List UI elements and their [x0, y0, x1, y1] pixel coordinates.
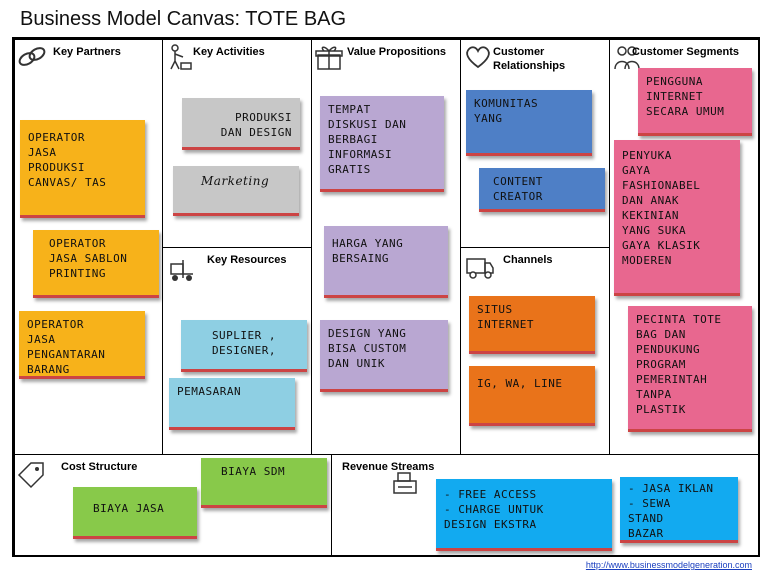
channels-heading: Channels — [503, 254, 553, 266]
value-propositions-cell: Value Propositions TEMPAT DISKUSI DAN BE… — [311, 39, 461, 455]
worker-icon — [170, 44, 192, 70]
sticky-note: PENYUKA GAYA FASHIONABEL DAN ANAK KEKINI… — [614, 140, 740, 296]
key-partners-heading: Key Partners — [53, 46, 121, 58]
value-propositions-heading: Value Propositions — [347, 46, 447, 58]
customer-relationships-cell: Customer Relationships KOMUNITAS YANG CO… — [460, 39, 610, 248]
key-activities-cell: Key Activities PRODUKSI DAN DESIGN Marke… — [162, 39, 312, 248]
sticky-note: OPERATOR JASA PENGANTARAN BARANG — [19, 311, 145, 379]
sticky-note: - FREE ACCESS - CHARGE UNTUK DESIGN EKST… — [436, 479, 612, 551]
sticky-note: BIAYA JASA — [73, 487, 197, 539]
chain-link-icon — [18, 47, 46, 66]
sticky-note: DESIGN YANG BISA CUSTOM DAN UNIK — [320, 320, 448, 392]
truck-icon — [466, 258, 494, 279]
people-icon — [614, 46, 640, 70]
sticky-note: - JASA IKLAN - SEWA STAND BAZAR — [620, 477, 738, 543]
sticky-note: HARGA YANG BERSAING — [324, 226, 448, 298]
sticky-note: PEMASARAN — [169, 378, 295, 430]
key-resources-heading: Key Resources — [207, 254, 287, 266]
customer-relationships-heading: Customer Relationships — [493, 46, 566, 72]
key-partners-cell: Key Partners OPERATOR JASA PRODUKSI CANV… — [14, 39, 163, 455]
sticky-note: Marketing — [173, 166, 299, 216]
forklift-icon — [170, 260, 193, 281]
sticky-note: SITUS INTERNET — [469, 296, 595, 354]
sticky-note: SUPLIER , DESIGNER, — [181, 320, 307, 372]
revenue-streams-heading: Revenue Streams — [342, 461, 435, 473]
customer-segments-cell: Customer Segments PENGGUNA INTERNET SECA… — [609, 39, 760, 455]
sticky-note: PECINTA TOTE BAG DAN PENDUKUNG PROGRAM P… — [628, 306, 752, 432]
business-model-canvas: Key Partners OPERATOR JASA PRODUKSI CANV… — [12, 37, 760, 557]
price-tag-icon — [17, 462, 44, 489]
key-activities-heading: Key Activities — [193, 46, 265, 58]
sticky-note: OPERATOR JASA SABLON PRINTING — [33, 230, 159, 298]
revenue-streams-cell: Revenue Streams - FREE ACCESS - CHARGE U… — [331, 454, 760, 557]
sticky-note: BIAYA SDM — [201, 458, 327, 508]
heart-icon — [466, 46, 490, 69]
sticky-note: IG, WA, LINE — [469, 366, 595, 426]
sticky-note: KOMUNITAS YANG — [466, 90, 592, 156]
cash-register-icon — [393, 472, 417, 494]
cost-structure-cell: Cost Structure BIAYA SDM BIAYA JASA — [14, 454, 332, 557]
gift-icon — [315, 46, 343, 70]
sticky-note: OPERATOR JASA PRODUKSI CANVAS/ TAS — [20, 120, 145, 218]
channels-cell: Channels SITUS INTERNET IG, WA, LINE — [460, 247, 610, 455]
sticky-note: PRODUKSI DAN DESIGN — [182, 98, 300, 150]
key-resources-cell: Key Resources SUPLIER , DESIGNER, PEMASA… — [162, 247, 312, 455]
sticky-note: CONTENT CREATOR — [479, 168, 605, 212]
customer-segments-heading: Customer Segments — [632, 46, 739, 58]
sticky-note: TEMPAT DISKUSI DAN BERBAGI INFORMASI GRA… — [320, 96, 444, 192]
cost-structure-heading: Cost Structure — [61, 461, 138, 473]
footer-link[interactable]: http://www.businessmodelgeneration.com — [585, 560, 752, 570]
page-title: Business Model Canvas: TOTE BAG — [20, 8, 347, 30]
sticky-note: PENGGUNA INTERNET SECARA UMUM — [638, 68, 752, 136]
